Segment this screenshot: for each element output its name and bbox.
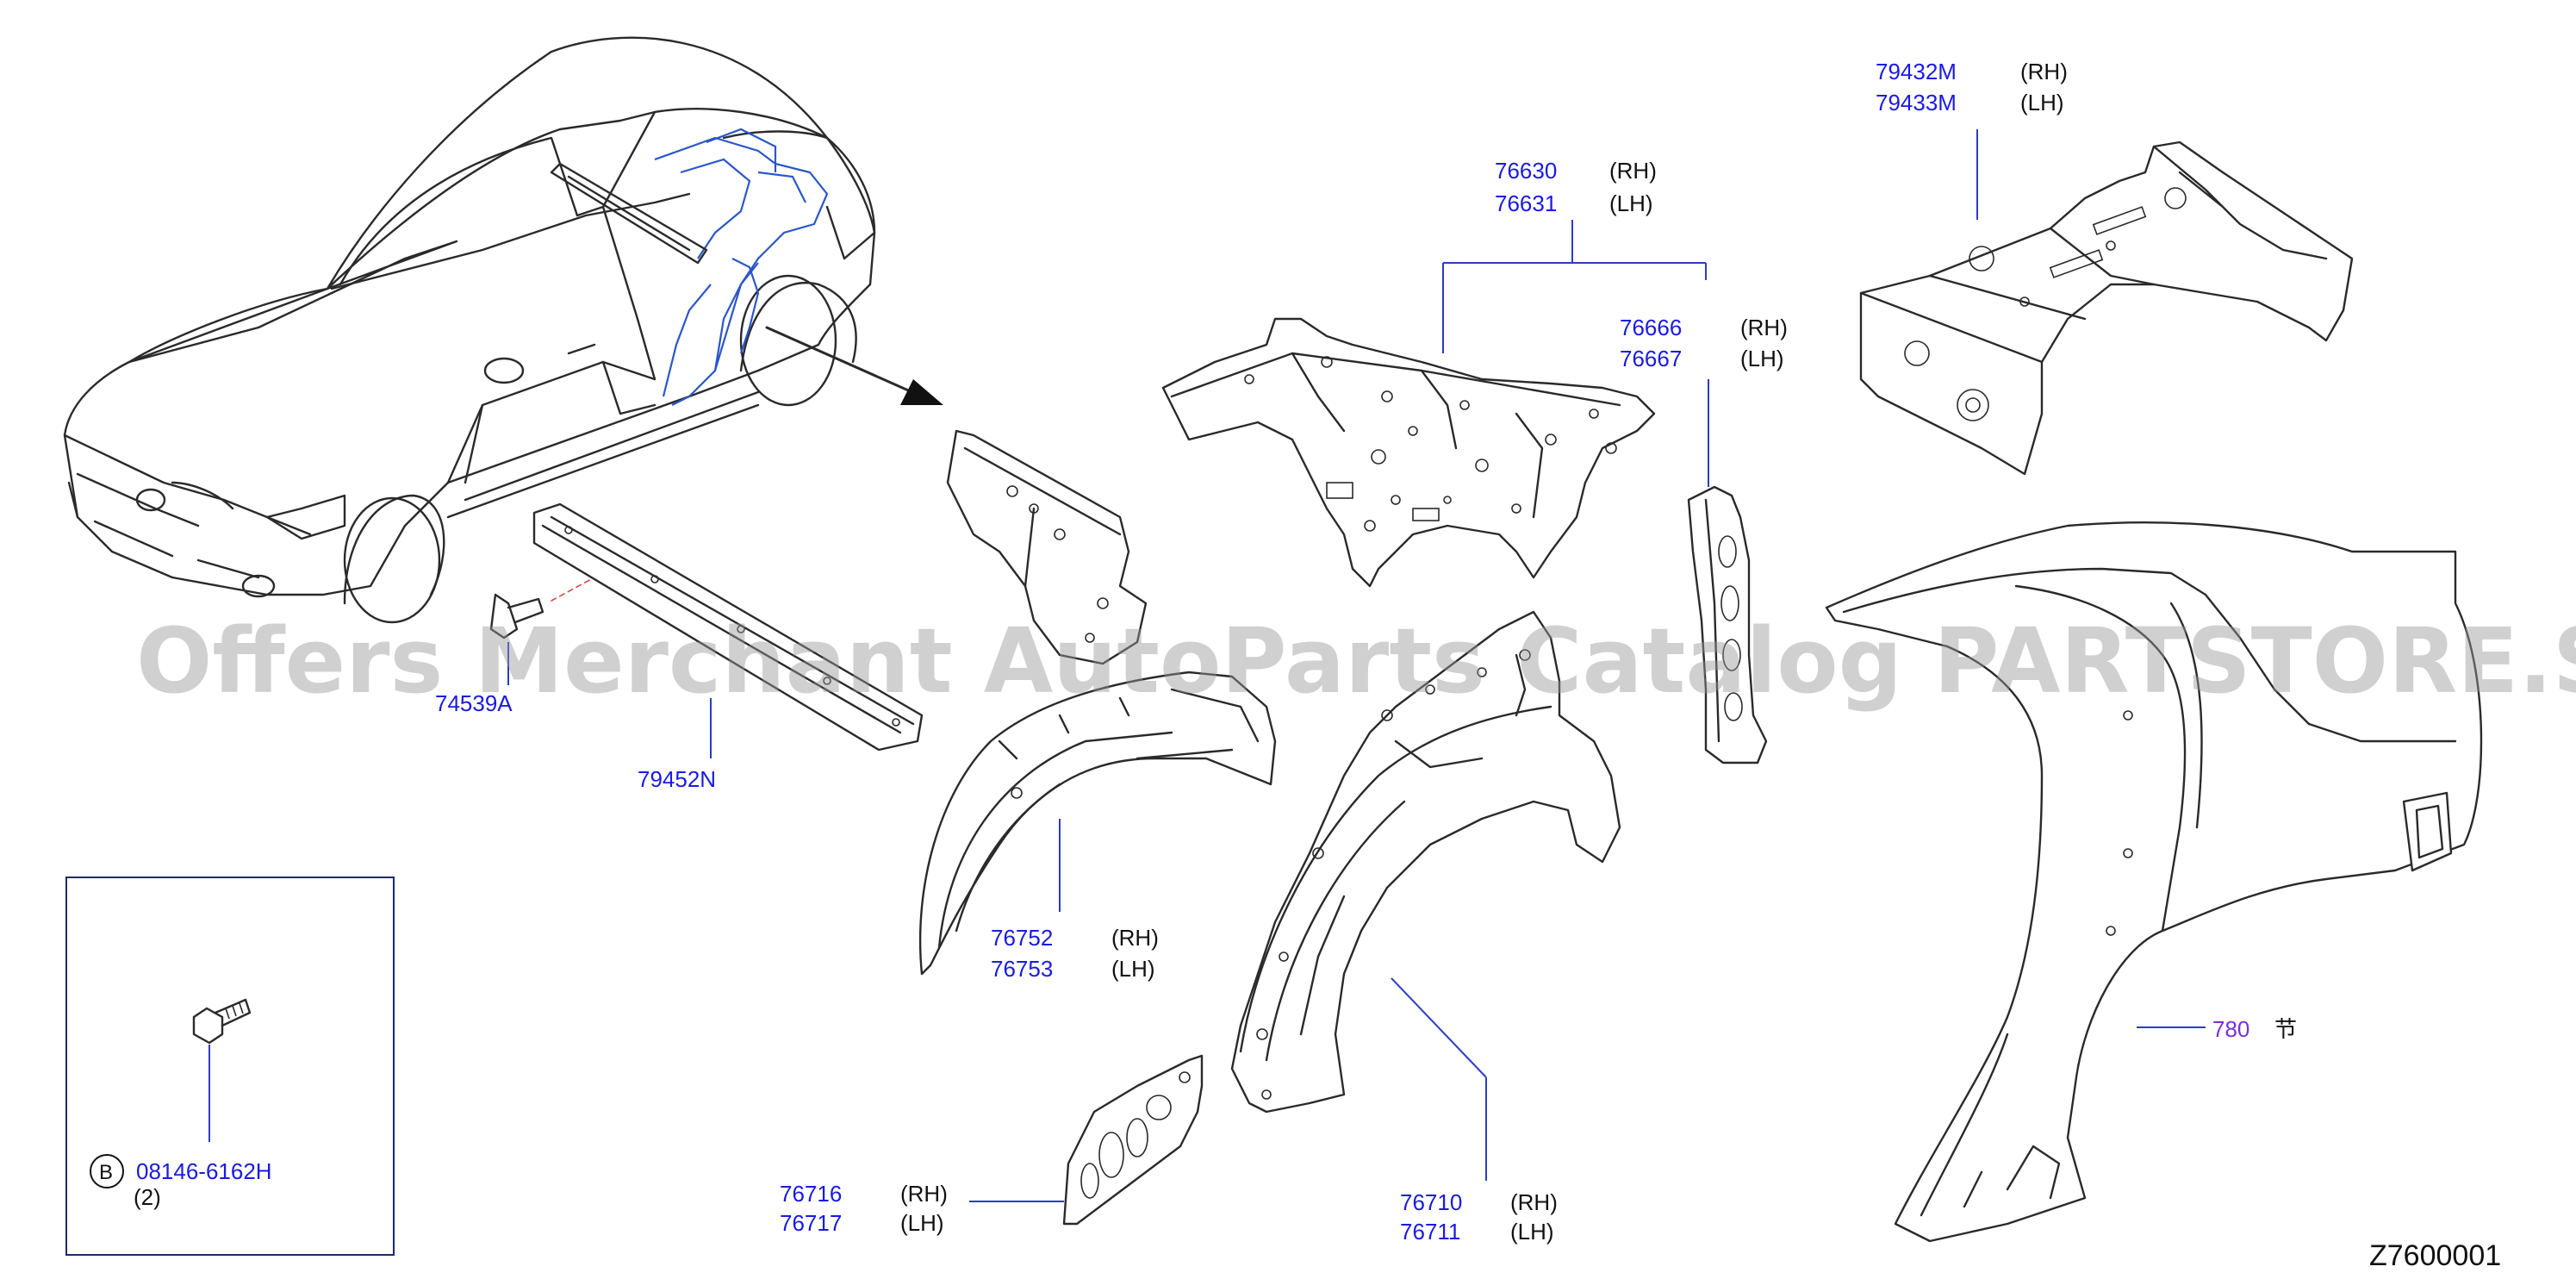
part-number-08146-6162h[interactable]: 08146-6162H — [136, 1158, 272, 1184]
side-lh-76711: (LH) — [1510, 1219, 1554, 1245]
part-number-74539a[interactable]: 74539A — [435, 690, 513, 716]
part-number-780[interactable]: 780 — [2212, 1016, 2249, 1042]
panel-76716-drawing — [969, 1054, 1204, 1226]
side-rh-76710: (RH) — [1510, 1189, 1558, 1215]
part-number-76711[interactable]: 76711 — [1400, 1219, 1460, 1245]
rear-floor-79432m-drawing — [1859, 129, 2354, 476]
bolt-detail-box — [65, 877, 395, 1256]
rear-fender-780-drawing — [1825, 521, 2483, 1243]
bolt-symbol-circle — [90, 1154, 124, 1189]
side-rh-76752: (RH) — [1111, 925, 1159, 951]
rear-panel-76630-drawing — [1161, 220, 1707, 588]
pillar-76666-drawing — [1687, 379, 1768, 764]
part-number-76752[interactable]: 76752 — [991, 925, 1053, 951]
bolt-quantity: (2) — [134, 1184, 161, 1210]
part-number-76630[interactable]: 76630 — [1495, 158, 1557, 184]
part-number-76667[interactable]: 76667 — [1620, 346, 1682, 371]
side-lh-76667: (LH) — [1740, 346, 1784, 371]
side-lh-79433m: (LH) — [2020, 90, 2064, 115]
side-rh-76716: (RH) — [900, 1181, 948, 1207]
side-lh-76717: (LH) — [900, 1210, 944, 1236]
part-number-780-suffix: 节 — [2274, 1016, 2297, 1042]
part-number-76716[interactable]: 76716 — [780, 1181, 842, 1207]
bolt-74539a-drawing — [489, 577, 595, 685]
side-rh-76630: (RH) — [1609, 158, 1657, 184]
part-number-76666[interactable]: 76666 — [1620, 315, 1682, 340]
wheelhouse-inner-76752-drawing — [918, 429, 1277, 976]
part-number-79452n[interactable]: 79452N — [638, 766, 716, 792]
side-rh-79432m: (RH) — [2020, 59, 2068, 84]
side-rh-76666: (RH) — [1740, 315, 1788, 340]
diagram-id: Z7600001 — [2369, 1239, 2501, 1272]
side-lh-76631: (LH) — [1609, 190, 1653, 216]
wheelhouse-outer-76710-drawing — [1230, 610, 1621, 1181]
bolt-symbol-letter: B — [99, 1161, 113, 1184]
bar-79452n-drawing — [532, 502, 924, 758]
side-lh-76753: (LH) — [1111, 956, 1155, 982]
part-number-76717[interactable]: 76717 — [780, 1210, 842, 1236]
part-number-79433m[interactable]: 79433M — [1876, 90, 1957, 115]
car-overview — [63, 36, 943, 624]
watermark: Offers Merchant AutoParts Catalog PARTST… — [136, 608, 2576, 714]
part-number-76753[interactable]: 76753 — [991, 956, 1053, 982]
part-number-76631[interactable]: 76631 — [1495, 190, 1557, 216]
part-number-76710[interactable]: 76710 — [1400, 1189, 1462, 1215]
part-number-79432m[interactable]: 79432M — [1876, 59, 1957, 84]
